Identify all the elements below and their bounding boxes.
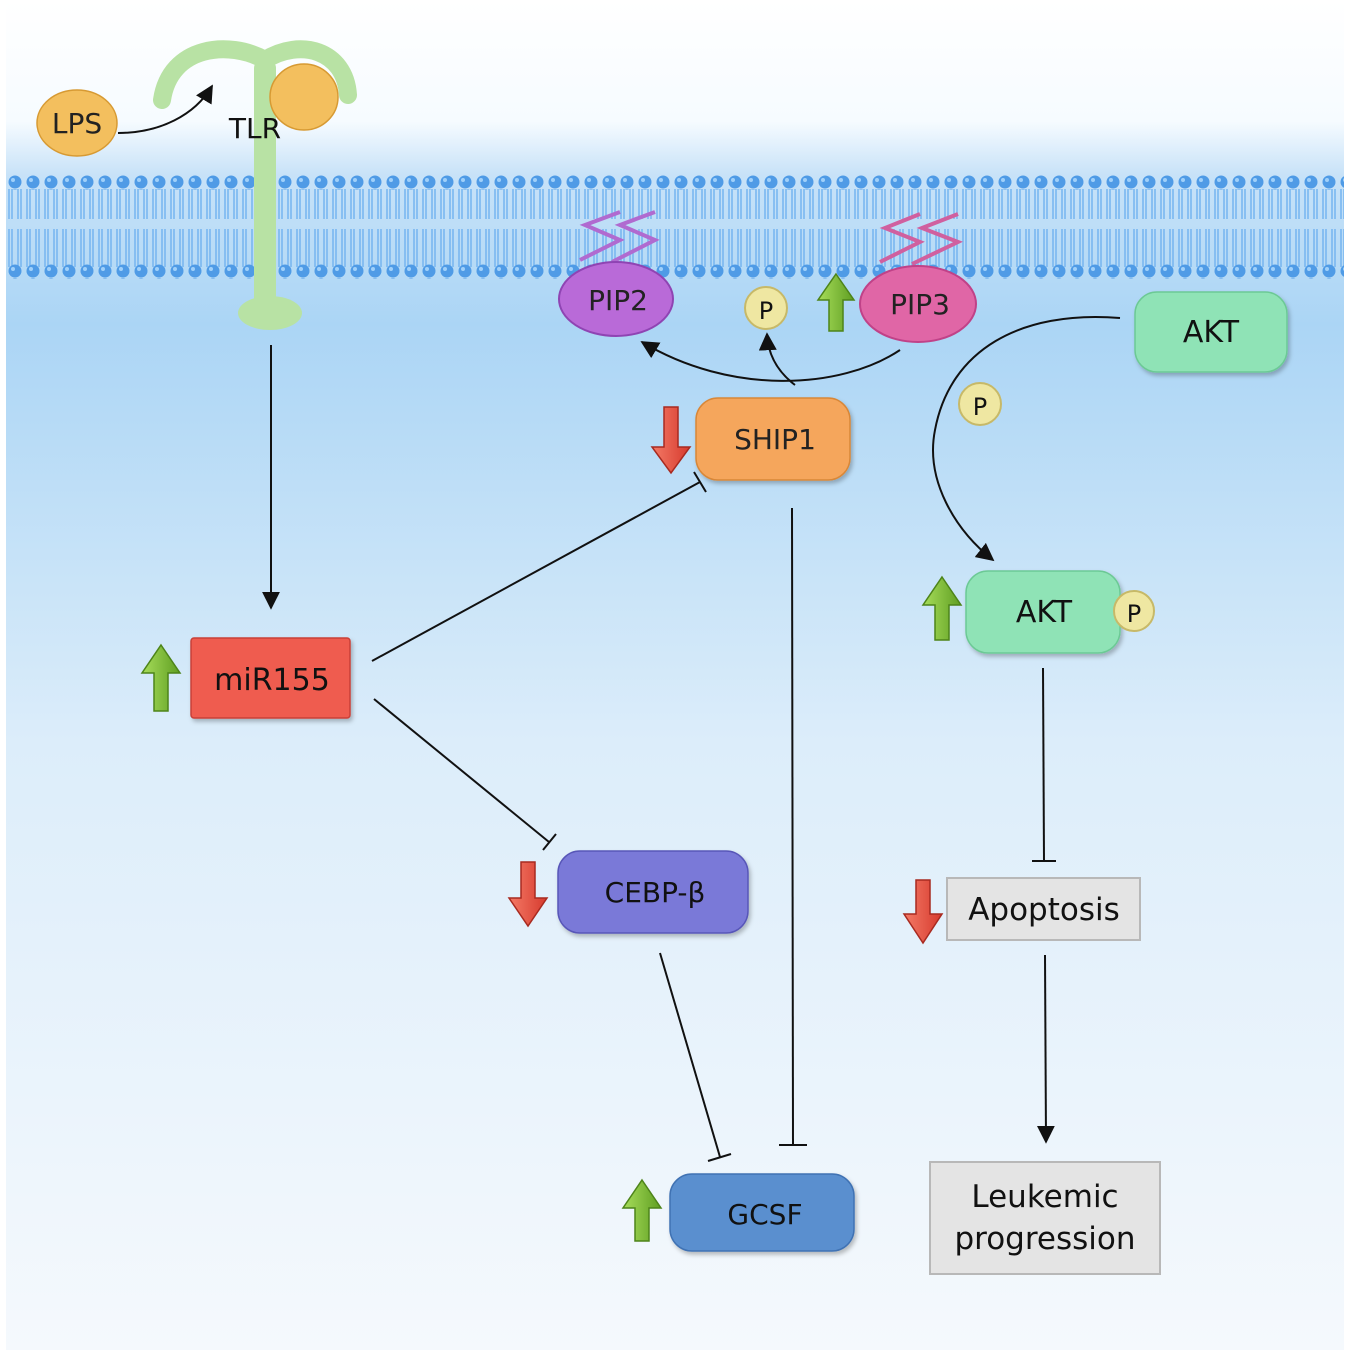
- pip2-node: PIP2: [558, 210, 674, 337]
- gcsf-label: GCSF: [727, 1198, 802, 1231]
- phosphate-transfer-label: P: [973, 393, 987, 421]
- lps-node: LPS: [36, 89, 118, 157]
- leukemic-progression-label-line1: Leukemic: [971, 1179, 1118, 1215]
- akt-inactive-label: AKT: [1183, 315, 1240, 350]
- ship1-inhibits-gcsf: [779, 507, 807, 1146]
- gcsf-up-arrow-icon: [621, 1178, 663, 1242]
- cebp-down-arrow-icon: [507, 861, 549, 928]
- akt-active-label: AKT: [1016, 595, 1073, 630]
- mir155-up-arrow-icon: [140, 643, 182, 712]
- cebp-inhibits-gcsf: [659, 952, 732, 1162]
- ship1-node: SHIP1: [695, 397, 851, 481]
- phosphate-transfer: P: [958, 382, 1002, 426]
- phosphate-release-arrow: [758, 332, 796, 386]
- mir155-node: miR155: [190, 637, 351, 719]
- ship1-label: SHIP1: [734, 423, 816, 456]
- pip2-label: PIP2: [588, 284, 648, 317]
- tlr-label: TLR: [228, 112, 281, 145]
- cell-membrane: [6, 175, 1344, 279]
- apoptosis-to-leukemia-arrow: [1036, 954, 1055, 1144]
- lps-to-tlr-arrow: [117, 84, 213, 134]
- akt-phosphorylation-arrow: [932, 316, 1121, 562]
- cebp-beta-label: CEBP-β: [605, 876, 706, 909]
- tlr-receptor-icon: [153, 40, 357, 330]
- akt-phosphate-label: P: [1127, 600, 1141, 628]
- gcsf-node: GCSF: [669, 1173, 855, 1252]
- apoptosis-down-arrow-icon: [902, 879, 944, 945]
- ship1-down-arrow-icon: [650, 406, 692, 475]
- pip3-up-arrow-icon: [816, 272, 856, 332]
- leukemic-progression-label-line2: progression: [954, 1221, 1135, 1257]
- apoptosis-node: Apoptosis: [946, 877, 1141, 941]
- akt-inactive-node: AKT: [1134, 291, 1288, 373]
- akt-inhibits-apoptosis: [1032, 667, 1056, 862]
- phosphate-released: P: [744, 286, 788, 330]
- leukemic-progression-node: Leukemic progression: [929, 1161, 1161, 1275]
- apoptosis-label: Apoptosis: [968, 892, 1120, 928]
- pip3-node: PIP3: [859, 212, 977, 343]
- lps-label: LPS: [52, 107, 102, 140]
- mir155-label: miR155: [214, 663, 330, 698]
- pip3-to-pip2-arrow: [640, 341, 901, 382]
- phosphate-released-label: P: [759, 297, 773, 325]
- mir155-inhibits-ship1: [371, 471, 707, 662]
- pip3-label: PIP3: [890, 288, 950, 321]
- akt-active-node: AKT P: [965, 570, 1155, 654]
- akt-up-arrow-icon: [921, 575, 963, 641]
- cebp-beta-node: CEBP-β: [557, 850, 749, 934]
- akt-phosphate-icon: [1113, 590, 1155, 632]
- mir155-inhibits-cebp: [373, 698, 557, 851]
